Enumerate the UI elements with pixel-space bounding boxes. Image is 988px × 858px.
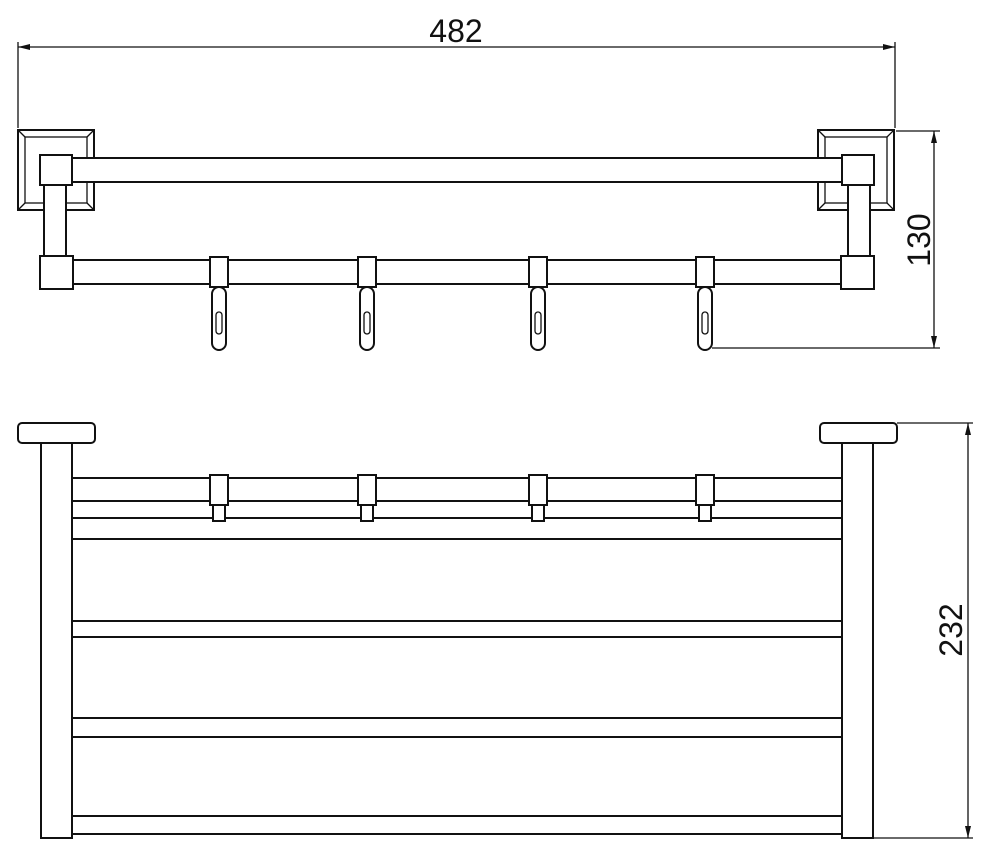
back-rail	[69, 157, 847, 183]
left-front-cap	[39, 255, 74, 290]
front-rail	[71, 259, 843, 285]
left-mount-cap	[17, 422, 96, 444]
right-arm	[847, 182, 871, 257]
height-dimension-label: 232	[933, 603, 969, 656]
hook-2	[357, 256, 377, 351]
top-view	[17, 129, 895, 351]
width-dimension: 482	[17, 13, 896, 128]
shelf-rails	[72, 477, 842, 835]
height-dimension: 232	[873, 422, 973, 839]
front-hook-3	[528, 474, 548, 522]
depth-dimension-label: 130	[901, 213, 937, 266]
front-view	[17, 422, 898, 839]
right-rail-cap	[841, 154, 875, 186]
hook-1	[209, 256, 229, 351]
hook-4	[695, 256, 715, 351]
front-hook-2	[357, 474, 377, 522]
right-post	[841, 442, 874, 839]
right-mount-cap	[819, 422, 898, 444]
front-hook-4	[695, 474, 715, 522]
width-dimension-label: 482	[429, 13, 482, 49]
front-hook-1	[209, 474, 229, 522]
depth-dimension: 130	[712, 130, 940, 349]
right-front-cap	[840, 255, 875, 290]
left-post	[40, 442, 73, 839]
hook-3	[528, 256, 548, 351]
left-rail-cap	[39, 154, 73, 186]
left-arm	[43, 182, 67, 257]
